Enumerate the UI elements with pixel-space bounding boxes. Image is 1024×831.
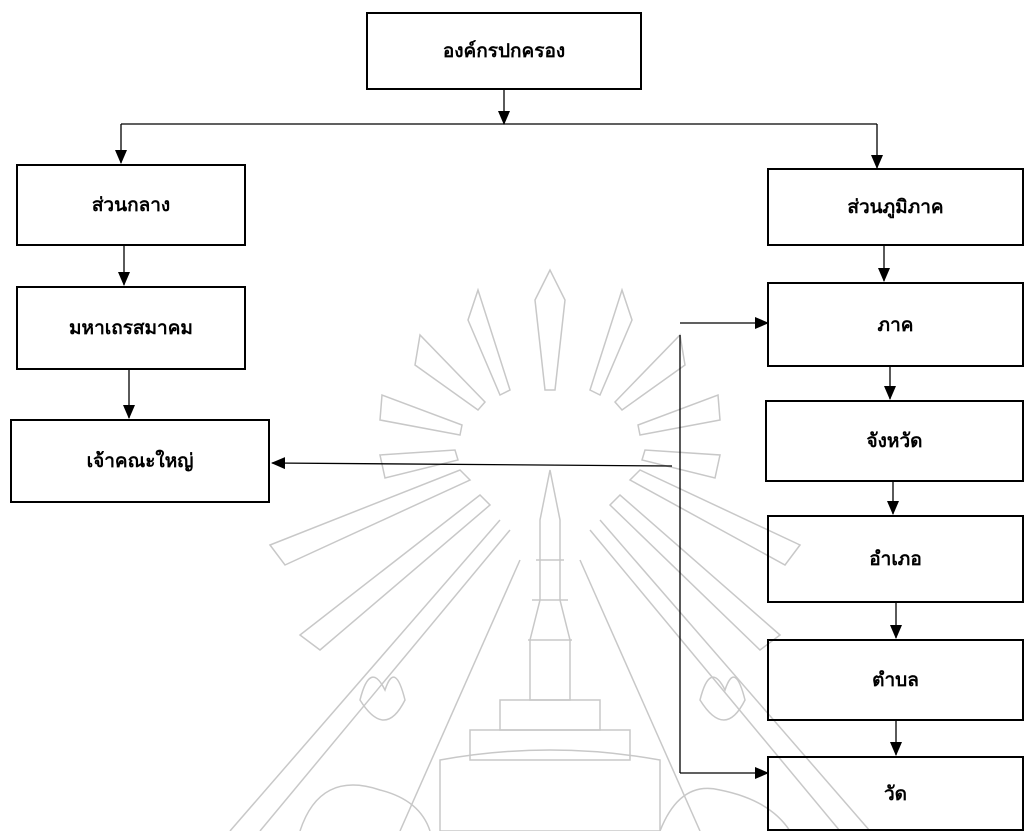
org-chart-root-node: องค์กรปกครอง bbox=[366, 12, 642, 90]
chief-node: เจ้าคณะใหญ่ bbox=[10, 419, 270, 503]
central-node-label: ส่วนกลาง bbox=[91, 194, 171, 216]
district-node-label: อำเภอ bbox=[869, 548, 922, 570]
province-node-label: จังหวัด bbox=[866, 430, 923, 452]
subdistrict-node: ตำบล bbox=[767, 639, 1024, 721]
central-node: ส่วนกลาง bbox=[16, 164, 246, 246]
root-node-label: องค์กรปกครอง bbox=[442, 40, 566, 62]
temple-node-label: วัด bbox=[883, 782, 907, 805]
regional-node-label: ส่วนภูมิภาค bbox=[847, 196, 944, 218]
chief-node-label: เจ้าคณะใหญ่ bbox=[86, 450, 194, 472]
province-node: จังหวัด bbox=[765, 400, 1024, 482]
regional-node: ส่วนภูมิภาค bbox=[767, 168, 1024, 246]
temple-node: วัด bbox=[767, 756, 1024, 831]
subdistrict-node-label: ตำบล bbox=[872, 669, 919, 691]
region-node: ภาค bbox=[767, 282, 1024, 367]
district-node: อำเภอ bbox=[767, 515, 1024, 603]
council-node-label: มหาเถรสมาคม bbox=[69, 317, 193, 339]
council-node: มหาเถรสมาคม bbox=[16, 286, 246, 370]
region-node-label: ภาค bbox=[877, 313, 914, 336]
